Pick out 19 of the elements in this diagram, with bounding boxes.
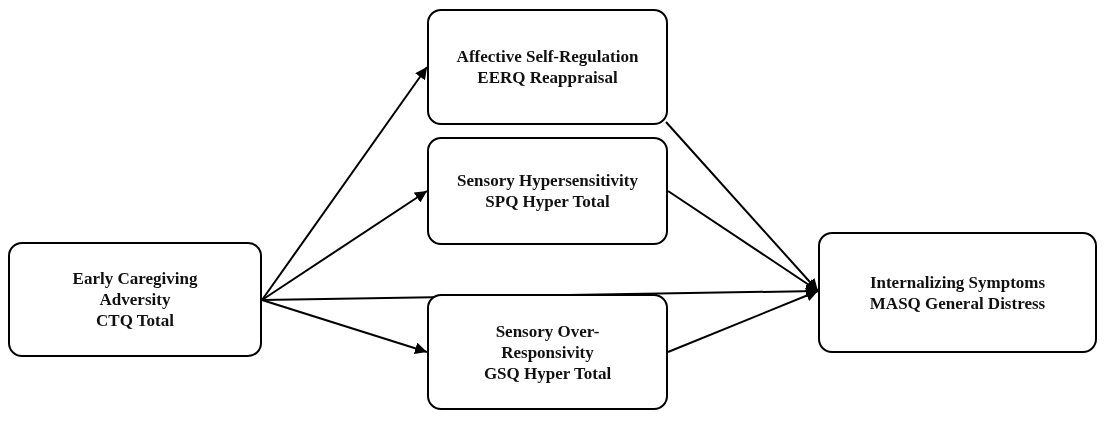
variable-label: SPQ Hyper Total xyxy=(485,191,610,212)
variable-box xyxy=(427,294,668,410)
arrow xyxy=(261,299,428,355)
variable-box xyxy=(8,242,262,357)
variable-label: CTQ Total xyxy=(96,310,174,331)
variable-label: Affective Self-Regulation xyxy=(456,46,639,67)
variable-box xyxy=(427,137,668,245)
variable-label: Sensory Over-Responsivity xyxy=(494,320,601,363)
variable-label: Early Caregiving Adversity xyxy=(71,268,199,310)
variable-label: Internalizing Symptoms xyxy=(869,271,1046,293)
variable-label: Sensory Hypersensitivity xyxy=(457,170,638,191)
arrow xyxy=(261,190,428,301)
variable-box xyxy=(818,232,1097,353)
variable-label: GSQ Hyper Total xyxy=(483,362,612,384)
variable-box xyxy=(427,9,668,125)
variable-label: MASQ General Distress xyxy=(869,292,1046,314)
arrow xyxy=(261,66,428,301)
arrow xyxy=(667,289,819,353)
variable-label: EERQ Reappraisal xyxy=(477,67,618,88)
